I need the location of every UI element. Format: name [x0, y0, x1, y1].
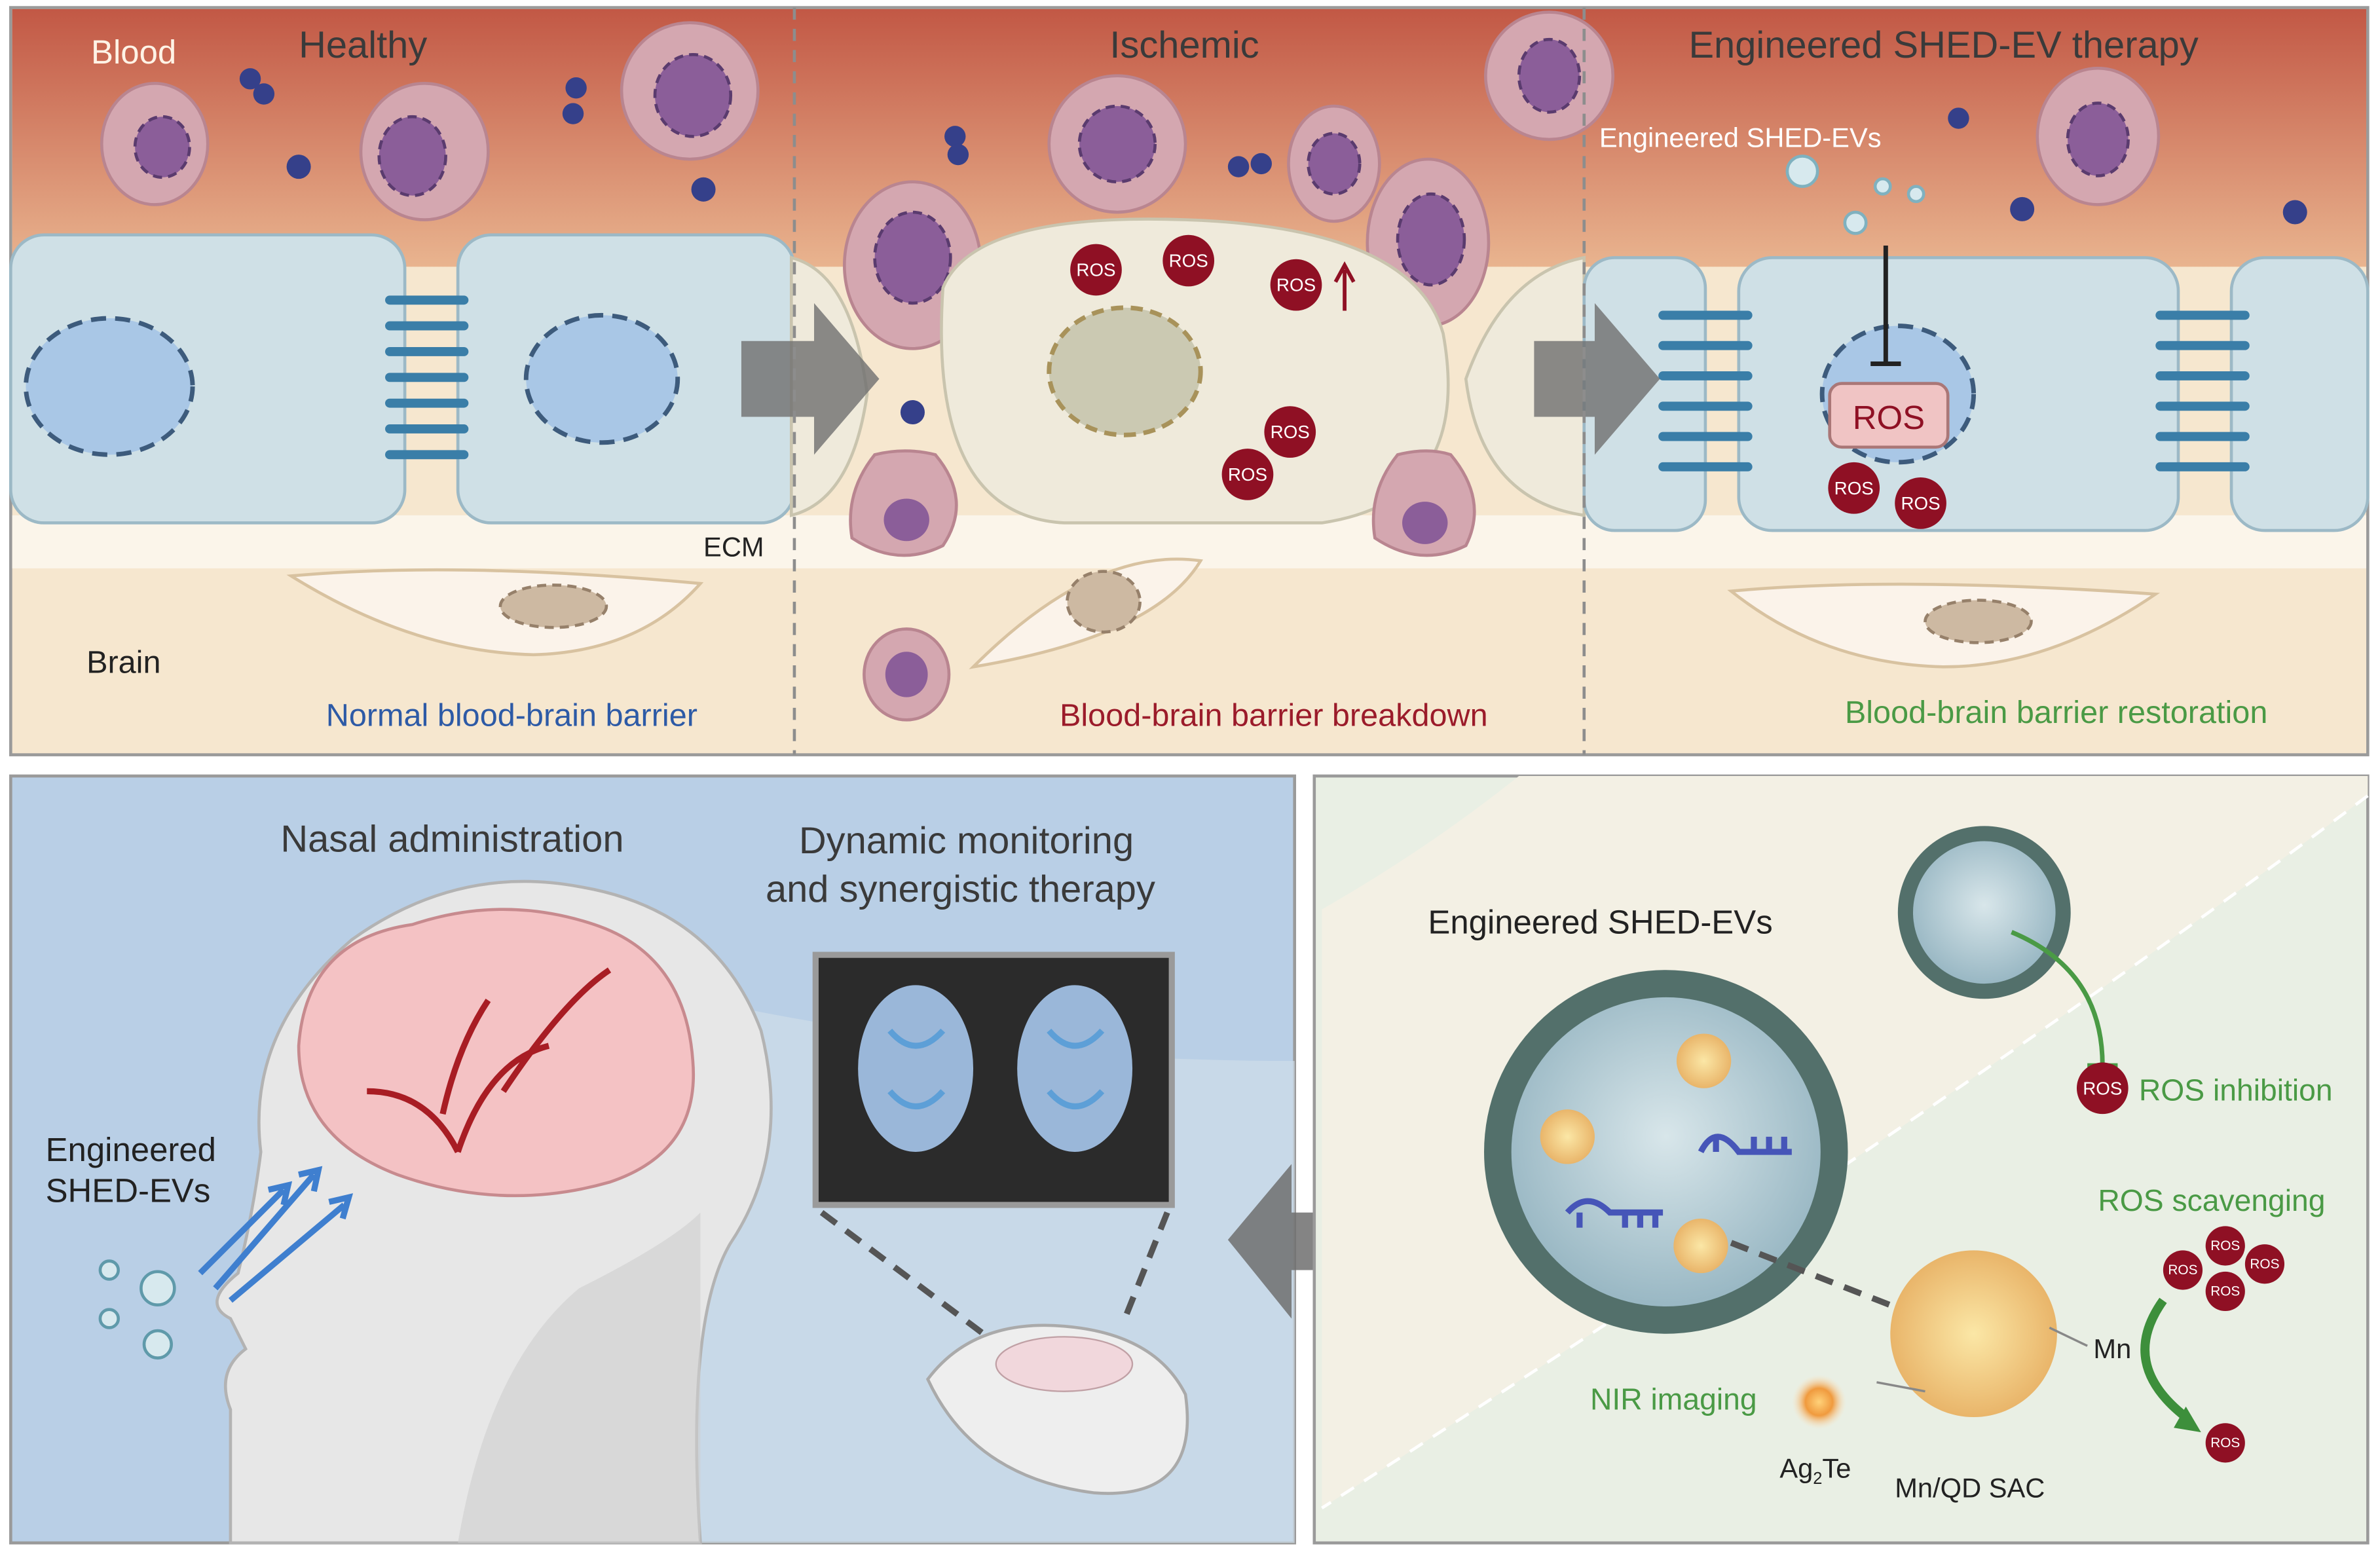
healthy-title: Healthy: [299, 24, 427, 66]
bottom-left-panel: Nasal administration Dynamic monitoring …: [9, 774, 1297, 1545]
ros-label: ROS: [1076, 259, 1115, 280]
small-extracellular-vesicle: [1897, 826, 2071, 999]
ros-label: ROS: [2210, 1238, 2240, 1253]
ev-label-line1: Engineered: [46, 1131, 216, 1168]
platelets: [239, 68, 2307, 425]
nasal-title: Nasal administration: [280, 819, 623, 860]
ev-title: Engineered SHED-EVs: [1428, 904, 1772, 941]
ros-label: ROS: [1228, 464, 1267, 485]
monitor-title-line1: Dynamic monitoring: [799, 820, 1134, 862]
arrow-right-icon: [1534, 303, 1660, 455]
ag2te-quantum-dot: [1791, 1375, 1847, 1430]
ischemic-title: Ischemic: [1109, 24, 1259, 66]
ros-inhibition-label: ROS inhibition: [2139, 1073, 2333, 1107]
ros-label: ROS: [2210, 1435, 2240, 1450]
blood-vessels: [367, 967, 612, 1154]
mn-label: Mn: [2093, 1333, 2131, 1364]
arrow-left-icon: [1227, 1164, 1352, 1319]
large-extracellular-vesicle: [1484, 970, 1848, 1334]
blood-cell-nuclei: [133, 37, 2130, 305]
ev-droplets: [98, 1259, 176, 1360]
healthy-caption: Normal blood-brain barrier: [326, 698, 697, 733]
ros-label: ROS: [1834, 478, 1874, 498]
ev-label-line2: SHED-EVs: [46, 1172, 211, 1209]
ros-label: ROS: [2250, 1257, 2279, 1272]
ros-molecules: [2076, 1062, 2285, 1463]
shed-ev-label: Engineered SHED-EVs: [1599, 122, 1882, 153]
brain-cells: [286, 557, 2161, 669]
ros-label: ROS: [1169, 251, 1208, 271]
sHED-ev-particles: [1785, 155, 1925, 235]
monitor-title-line2: and synergistic therapy: [766, 868, 1155, 910]
blood-label: Blood: [91, 33, 176, 71]
therapy-title: Engineered SHED-EV therapy: [1688, 24, 2198, 66]
rna-icon: [1698, 1134, 1792, 1155]
ros-scavenging-label: ROS scavenging: [2098, 1183, 2325, 1217]
ros-box-label: ROS: [1853, 399, 1925, 436]
up-arrow-icon: [1333, 261, 1356, 311]
restored-endothelial-cells: [1582, 155, 2370, 532]
ros-label: ROS: [2210, 1284, 2240, 1299]
scavenging-arrow-icon: [2140, 1297, 2189, 1421]
healthy-endothelial-cells: [9, 233, 796, 525]
nir-imaging-label: NIR imaging: [1590, 1382, 1757, 1416]
ros-label: ROS: [1901, 493, 1940, 513]
bottom-right-panel: ROS ROS ROS ROS ROS ROS Engineered SHED-…: [1312, 774, 2370, 1545]
top-panel: ROS ROS ROS ROS ROS ROS ROS ROS Blood He…: [9, 6, 2370, 756]
restoration-caption: Blood-brain barrier restoration: [1845, 695, 2268, 730]
breakdown-caption: Blood-brain barrier breakdown: [1060, 698, 1488, 733]
ros-label: ROS: [2083, 1078, 2122, 1098]
mnqd-sac-label: Mn/QD SAC: [1895, 1473, 2045, 1504]
ros-box: [1828, 382, 1950, 449]
monitor-screen: [812, 952, 1175, 1208]
ros-labels: ROS ROS ROS ROS ROS ROS ROS ROS: [1076, 251, 1940, 513]
ischemic-swollen-cell: [789, 217, 1586, 722]
nasal-spray-arrows-icon: [198, 1166, 354, 1303]
mn-qd-sac-cluster: [1890, 1250, 2057, 1418]
arrow-right-icon: [741, 303, 880, 455]
rna-icon: [1565, 1198, 1664, 1228]
ecm-label: ECM: [703, 531, 764, 562]
ros-molecules: [1070, 234, 1946, 529]
tight-junction: [385, 295, 469, 460]
ros-label: ROS: [1276, 275, 1316, 295]
ros-label: ROS: [1271, 422, 1310, 442]
brain-icon: [297, 908, 696, 1198]
ros-label: ROS: [2168, 1263, 2197, 1278]
brain-label: Brain: [86, 645, 160, 680]
ag2te-label: Ag2Te: [1779, 1453, 1851, 1488]
